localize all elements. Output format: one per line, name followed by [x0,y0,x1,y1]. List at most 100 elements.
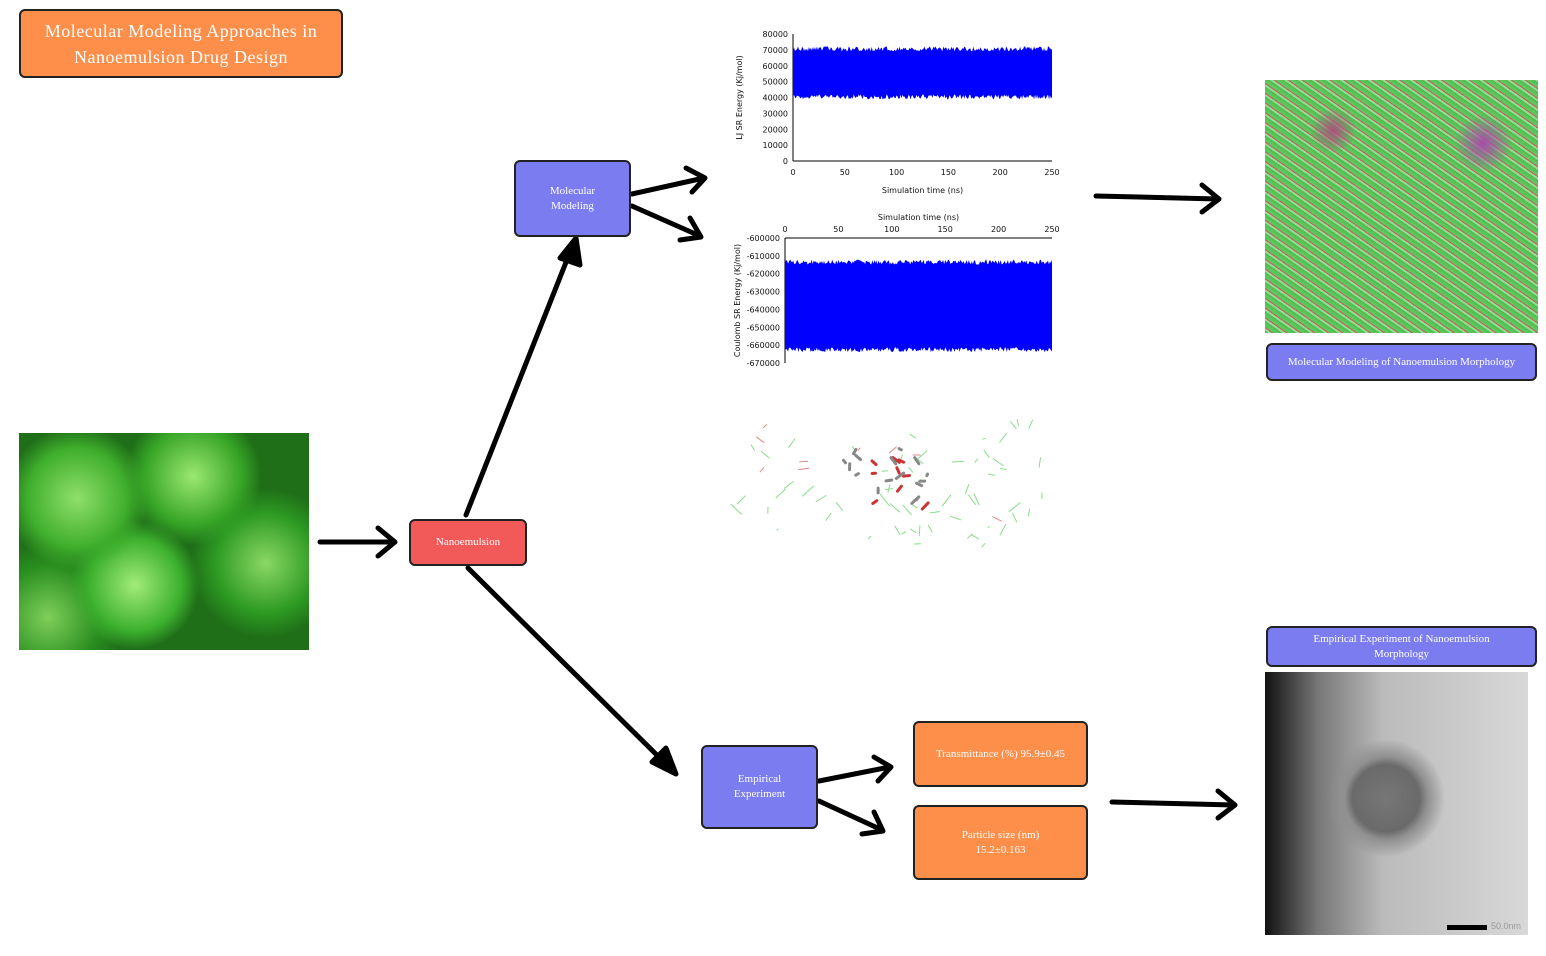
bond [903,505,912,515]
bond [882,471,888,472]
particle-size-node: Particle size (nm) 15.2±0.163 [913,805,1088,880]
bond [836,502,843,511]
x-tick-label: 150 [938,225,953,234]
bond [788,439,795,448]
ligand-bond [856,474,859,476]
ligand-bond [927,474,928,476]
bond [912,505,918,509]
bond [799,461,808,462]
y-tick-label: 80000 [763,30,788,39]
bond [975,459,978,463]
arrow-mm-to-chart1 [632,168,705,194]
bond [988,474,995,475]
ligand-bond [872,461,876,465]
arrow-to-md-image [1096,185,1219,212]
bond [992,517,1001,522]
ligand-bond [843,460,845,462]
x-tick-label: 200 [991,225,1006,234]
bond [999,433,1006,443]
coulomb-energy-chart: 050100150200250-600000-610000-620000-630… [733,213,1060,368]
bond [965,484,969,494]
md-morphology-image [1265,80,1538,333]
x-tick-label: 100 [884,225,899,234]
data-series-band [785,260,1052,353]
bond [1028,509,1029,517]
bond [950,516,961,520]
bond [930,511,940,512]
bond [952,461,963,462]
arrow-leaf-to-nanoemulsion [320,528,395,556]
y-tick-label: 70000 [763,46,788,55]
y-tick-label: -610000 [747,252,780,261]
ligand-bond [899,449,901,450]
bond [942,495,951,506]
y-tick-label: 20000 [763,125,788,134]
y-tick-label: -670000 [747,359,780,368]
bond [901,532,905,535]
x-tick-label: 150 [941,168,956,177]
bond [908,467,912,472]
ligand-bond [899,460,904,462]
y-tick-label: 50000 [763,78,788,87]
bond [737,496,746,505]
ligand-bond [856,455,861,459]
bond [776,489,786,498]
bond [858,448,860,451]
ligand-bond [886,480,892,481]
bond [868,536,871,539]
arrow-ee-to-particle [819,801,883,834]
molecule-structure [731,419,1042,547]
y-tick-label: -620000 [747,270,780,279]
ligand-bond [917,483,922,485]
nanoemulsion-node: Nanoemulsion [409,519,527,566]
x-tick-label: 50 [833,225,843,234]
y-tick-label: -600000 [747,234,780,243]
empirical-morphology-label: Empirical Experiment of Nanoemulsion Mor… [1266,626,1537,667]
y-tick-label: -640000 [747,305,780,314]
bond [761,451,770,458]
lj-energy-chart: 0501001502002508000070000600005000040000… [735,30,1060,195]
scale-bar-label: 50.0nm [1491,921,1521,931]
bond [967,534,972,539]
bond [910,434,916,438]
bond [972,535,979,539]
bond [1009,502,1021,512]
ligand-bond [922,503,928,509]
y-axis-label: Coulomb SR Energy (Kj/mol) [733,244,742,357]
ligand-bond [903,476,909,477]
ligand-bond [897,486,901,491]
empirical-experiment-node: Empirical Experiment [701,745,818,829]
arrow-to-molecular-modeling [466,238,580,515]
x-tick-label: 200 [993,168,1008,177]
ligand-bond [873,501,877,504]
y-tick-label: 30000 [763,109,788,118]
bond [1017,419,1019,426]
bond [880,494,889,506]
bond [888,484,890,493]
bond [816,495,826,501]
bond [910,529,916,532]
y-tick-label: 40000 [763,94,788,103]
data-series-band [793,46,1052,99]
bond [988,526,990,527]
bond [731,504,742,514]
y-tick-label: 10000 [763,141,788,150]
y-axis-label: LJ SR Energy (Kj/mol) [735,55,744,139]
bond [895,526,900,535]
bond [982,543,986,547]
arrow-to-tem [1112,791,1235,818]
bond [784,481,793,488]
arrow-ee-to-transmittance [819,757,891,781]
bond [919,525,920,536]
ligand-bond [897,468,899,473]
bond [889,447,896,453]
bond [763,424,767,427]
bond [1039,457,1041,467]
bond [826,513,832,521]
y-tick-label: 60000 [763,62,788,71]
scale-bar [1447,925,1487,930]
x-axis-label: Simulation time (ns) [878,213,959,222]
bond [802,486,814,496]
bond [993,458,1004,465]
bond [982,438,985,439]
